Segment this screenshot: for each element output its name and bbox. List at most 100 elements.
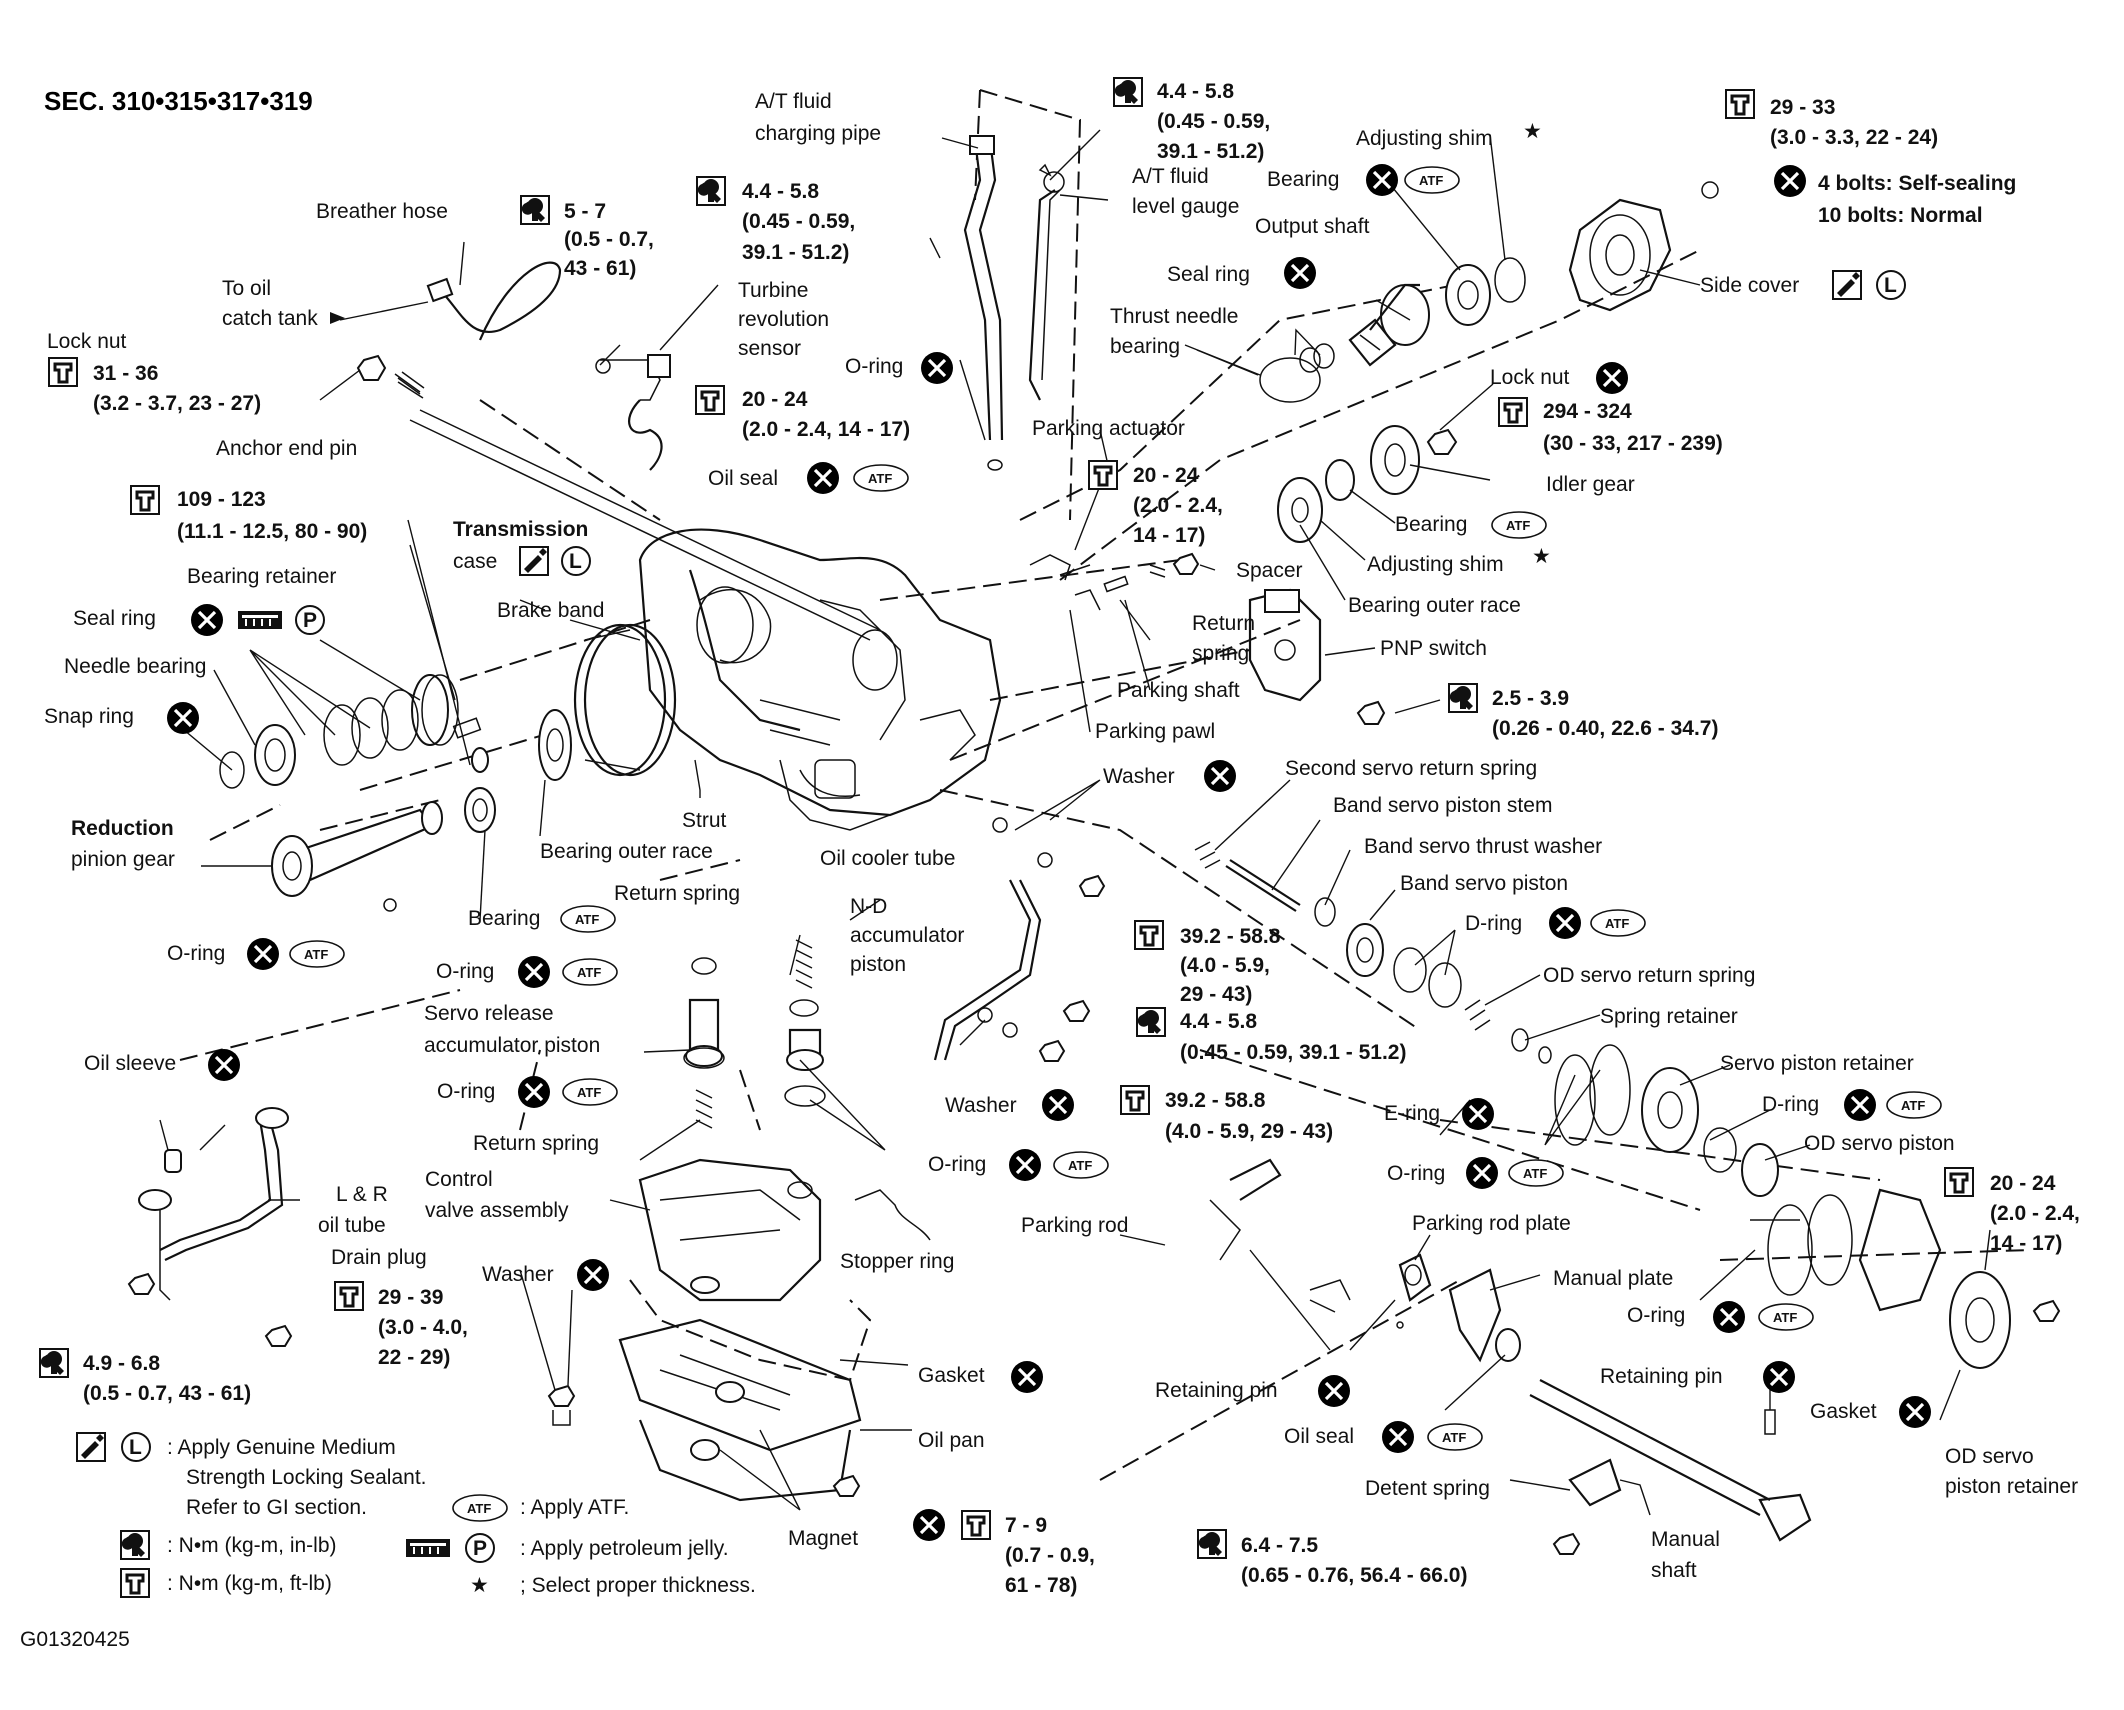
- label-anchor-end-pin: Anchor end pin: [216, 437, 357, 460]
- label-manual-plate: Manual plate: [1553, 1267, 1673, 1290]
- torque-64-1: 6.4 - 7.5: [1241, 1534, 1318, 1557]
- torque-lb-icon: [696, 176, 726, 206]
- torque-20-24-c-3: 14 - 17): [1990, 1232, 2062, 1255]
- sealant-icon: [76, 1432, 106, 1462]
- label-e-ring: E-ring: [1384, 1102, 1440, 1125]
- label-bearing-outer-race-left: Bearing outer race: [540, 840, 713, 863]
- replace-icon: [1711, 1299, 1747, 1335]
- atf-icon: [1508, 1159, 1564, 1187]
- label-bearing-idler: Bearing: [1395, 513, 1467, 536]
- label-od-servo-piston: OD servo piston: [1804, 1132, 1955, 1155]
- label-retaining-pin-right: Retaining pin: [1600, 1365, 1723, 1388]
- torque-ft-icon: [1943, 1166, 1975, 1198]
- label-oil-pan: Oil pan: [918, 1429, 985, 1452]
- label-band-servo-piston: Band servo piston: [1400, 872, 1568, 895]
- locking-l-icon: [121, 1432, 151, 1462]
- label-gasket-od: Gasket: [1810, 1400, 1877, 1423]
- label-thrust-needle-bearing-2: bearing: [1110, 335, 1180, 358]
- label-at-fluid-charging-pipe-1: A/T fluid: [755, 90, 832, 113]
- torque-294-1: 294 - 324: [1543, 400, 1632, 423]
- label-seal-ring-left: Seal ring: [73, 607, 156, 630]
- label-parking-actuator: Parking actuator: [1032, 417, 1185, 440]
- label-thrust-needle-bearing-1: Thrust needle: [1110, 305, 1238, 328]
- label-parking-shaft: Parking shaft: [1117, 679, 1240, 702]
- label-oil-seal-top: Oil seal: [708, 467, 778, 490]
- torque-breather-1: 5 - 7: [564, 200, 606, 223]
- breather-hose-drawing: [426, 261, 562, 341]
- label-at-fluid-level-gauge-2: level gauge: [1132, 195, 1239, 218]
- replace-icon: [245, 936, 281, 972]
- label-o-ring-left: O-ring: [167, 942, 225, 965]
- label-servo-piston-retainer: Servo piston retainer: [1720, 1052, 1914, 1075]
- symbol-legend: L : Apply Genuine Medium Strength Lockin…: [76, 1432, 756, 1599]
- label-band-servo-piston-stem: Band servo piston stem: [1333, 794, 1552, 817]
- torque-ft-icon: [1497, 396, 1529, 428]
- label-d-ring-top: D-ring: [1465, 912, 1522, 935]
- label-spring-retainer: Spring retainer: [1600, 1005, 1738, 1028]
- replace-icon: [206, 1047, 242, 1083]
- label-oil-cooler-tube: Oil cooler tube: [820, 847, 955, 870]
- torque-ft-icon: [1087, 459, 1119, 491]
- replace-icon: [919, 350, 955, 386]
- replace-icon: [805, 460, 841, 496]
- torque-7-9-3: 61 - 78): [1005, 1574, 1077, 1597]
- fluid-charging-pipe-drawing: [963, 135, 1065, 471]
- replace-icon: [1380, 1419, 1416, 1455]
- label-d-ring-right: D-ring: [1762, 1093, 1819, 1116]
- replace-icon: [1897, 1394, 1933, 1430]
- label-nd-accumulator-piston-2: accumulator: [850, 924, 964, 947]
- label-od-servo-piston-retainer-2: piston retainer: [1945, 1475, 2078, 1498]
- label-to-oil-catch-tank-1: To oil: [222, 277, 271, 300]
- torque-locknut-left-2: (3.2 - 3.7, 23 - 27): [93, 392, 261, 415]
- torque-ft-icon: [960, 1509, 992, 1541]
- transmission-case-drawing: [179, 89, 2031, 1481]
- turbine-sensor-drawing: [595, 354, 671, 471]
- label-idler-gear: Idler gear: [1546, 473, 1635, 496]
- accumulator-pistons-drawing: [683, 939, 826, 1129]
- label-at-fluid-level-gauge-1: A/T fluid: [1132, 165, 1209, 188]
- label-o-ring-mid2: O-ring: [437, 1080, 495, 1103]
- atf-icon: [1053, 1151, 1109, 1179]
- label-o-ring-mid1: O-ring: [436, 960, 494, 983]
- label-gasket-pan: Gasket: [918, 1364, 985, 1387]
- label-nd-accumulator-piston-3: piston: [850, 953, 906, 976]
- torque-ft-icon: [1119, 1084, 1151, 1116]
- label-snap-ring: Snap ring: [44, 705, 134, 728]
- label-manual-shaft-1: Manual: [1651, 1528, 1720, 1551]
- label-lock-nut-right: Lock nut: [1490, 366, 1570, 389]
- lock-nut-anchor-drawing: [356, 354, 425, 399]
- torque-breather-2: (0.5 - 0.7,: [564, 228, 654, 251]
- legend-sealant-3: Refer to GI section.: [186, 1496, 367, 1519]
- label-adjusting-shim-mid: Adjusting shim: [1367, 553, 1504, 576]
- label-side-cover: Side cover: [1700, 274, 1799, 297]
- atf-icon: [452, 1494, 508, 1522]
- label-return-spring-park-1: Return: [1192, 612, 1255, 635]
- label-reduction-pinion-gear-1: Reduction: [71, 817, 174, 840]
- label-parking-rod: Parking rod: [1021, 1214, 1128, 1237]
- bolts-note-1: 4 bolts: Self-sealing: [1818, 172, 2016, 195]
- replace-icon: [1460, 1096, 1496, 1132]
- jelly-p-icon: [465, 1533, 495, 1563]
- star-icon: ★: [470, 1574, 489, 1597]
- label-brake-band: Brake band: [497, 599, 604, 622]
- torque-breather-3: 43 - 61): [564, 257, 636, 280]
- torque-109-1: 109 - 123: [177, 488, 266, 511]
- star-icon: ★: [1523, 120, 1542, 143]
- band-servo-drawing: [1194, 841, 2061, 1369]
- torque-lb-icon: [39, 1348, 69, 1378]
- label-servo-release-2: accumulator piston: [424, 1034, 600, 1057]
- section-title: SEC. 310•315•317•319: [44, 86, 313, 116]
- torque-20-24-c-2: (2.0 - 2.4,: [1990, 1202, 2080, 1225]
- torque-top-center-3: 39.1 - 51.2): [1157, 140, 1264, 163]
- label-washer-top: Washer: [1103, 765, 1175, 788]
- replace-icon: [1547, 905, 1583, 941]
- replace-icon: [1009, 1359, 1045, 1395]
- legend-sealant-1: : Apply Genuine Medium: [167, 1436, 396, 1459]
- atf-icon: [560, 905, 616, 933]
- output-shaft-drawing: [1259, 181, 1719, 403]
- replace-icon: [165, 700, 201, 736]
- torque-49-1: 4.9 - 6.8: [83, 1352, 160, 1375]
- torque-turbine-1: 4.4 - 5.8: [742, 180, 819, 203]
- label-output-shaft: Output shaft: [1255, 215, 1370, 238]
- label-magnet: Magnet: [788, 1527, 858, 1550]
